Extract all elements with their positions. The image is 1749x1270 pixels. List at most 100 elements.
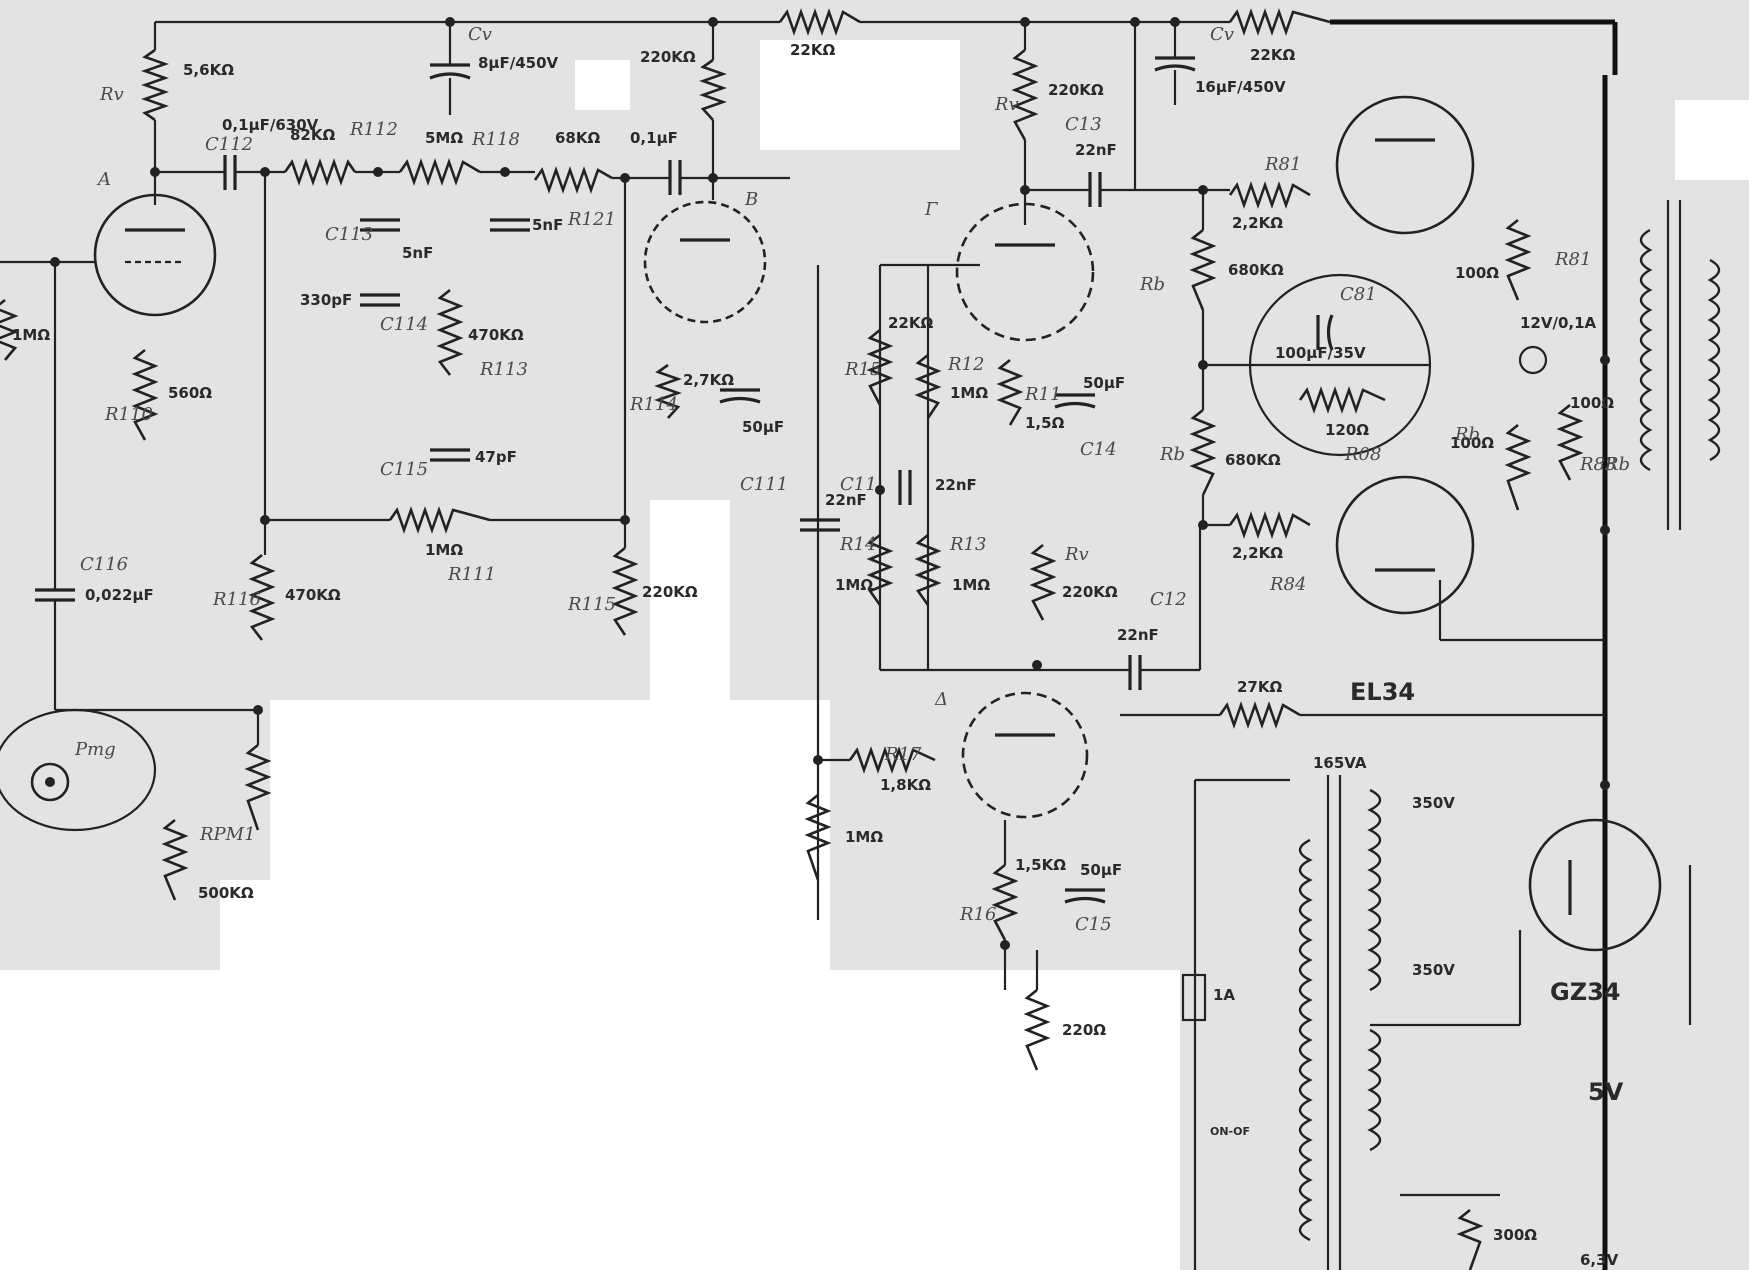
- label-r-220k-d: 220KΩ: [1062, 583, 1118, 601]
- hw-r12: R12: [947, 354, 984, 375]
- label-lamp: 12V/0,1A: [1520, 314, 1597, 332]
- label-r-220-d: 220Ω: [1062, 1021, 1106, 1039]
- hw-r15: R15: [844, 359, 881, 380]
- hw-rb4: Rb: [1604, 454, 1630, 475]
- r-470k-low: [248, 553, 276, 641]
- label-r-18k: 1,8KΩ: [880, 776, 931, 794]
- label-c-16uf: 16μF/450V: [1195, 78, 1286, 96]
- hw-c111: C111: [740, 474, 788, 495]
- hw-r115: R115: [567, 594, 616, 615]
- hw-c112: C112: [205, 134, 253, 155]
- hw-r113: R113: [479, 359, 528, 380]
- hw-ca2: Cv: [1210, 24, 1234, 45]
- hw-c11: C11: [840, 474, 877, 495]
- r-18k: [848, 746, 936, 774]
- label-fuse: 1A: [1213, 986, 1235, 1004]
- label-r-220k-b: 220KΩ: [640, 48, 696, 66]
- r-220k-d: [1029, 543, 1057, 621]
- r-220k-low: [611, 546, 639, 636]
- hw-r81: R81: [1264, 154, 1301, 175]
- junction-dots: [50, 17, 1610, 950]
- pot-500k: [161, 818, 189, 901]
- label-tube-el34: EL34: [1350, 678, 1415, 706]
- label-c-5nf-b: 5nF: [532, 216, 563, 234]
- resistors: [0, 8, 1584, 1270]
- tube-b: [643, 200, 767, 324]
- hw-c115: C115: [380, 459, 428, 480]
- lamp-12v: [1518, 345, 1548, 375]
- hw-rb: Rb: [1139, 274, 1165, 295]
- hw-r111: R111: [447, 564, 496, 585]
- label-v-5: 5V: [1588, 1078, 1624, 1106]
- hw-c12: C12: [1150, 589, 1187, 610]
- r-560: [131, 348, 159, 441]
- hw-rpm: RPM1: [199, 824, 256, 845]
- r-120: [1298, 386, 1386, 414]
- tube-gz34: [1528, 818, 1662, 952]
- label-c-330pf: 330pF: [300, 291, 352, 309]
- label-r-470k-low: 470KΩ: [285, 586, 341, 604]
- r-470k-mid: [436, 288, 464, 376]
- label-r-22k-g: 22KΩ: [888, 314, 933, 332]
- hw-c113: C113: [325, 224, 373, 245]
- label-c-8uf: 8μF/450V: [478, 54, 559, 72]
- r-5k6: [141, 48, 169, 122]
- r-27k: [654, 363, 682, 419]
- label-c-01uf: 0,1μF/630V: [222, 116, 319, 134]
- label-r-1m-mid: 1MΩ: [425, 541, 463, 559]
- label-r-220k-low: 220KΩ: [642, 583, 698, 601]
- handwritten-labels: Rv Cv Cv A B Γ Δ R112 R118 R121 R113 R11…: [74, 24, 1630, 935]
- r-680k-b: [1189, 408, 1217, 496]
- hw-r116: R116: [212, 589, 261, 610]
- hw-r17: R17: [884, 744, 922, 765]
- label-r-68k: 68KΩ: [555, 129, 600, 147]
- hv-secondary-coil: [1367, 788, 1382, 992]
- label-c-01-b: 0,1μF: [630, 129, 678, 147]
- r-22k-g: [866, 328, 894, 406]
- label-r-220k-g: 220KΩ: [1048, 81, 1104, 99]
- label-r-1m-k2: 1MΩ: [952, 576, 990, 594]
- hw-d: Δ: [934, 689, 948, 710]
- transformers: [1298, 200, 1721, 1270]
- label-r-1m-left: 1MΩ: [12, 326, 50, 344]
- hw-rv-a: Rv: [99, 84, 124, 105]
- r-82k: [283, 158, 357, 186]
- label-r-680k-a: 680KΩ: [1228, 261, 1284, 279]
- label-r-300: 300Ω: [1493, 1226, 1537, 1244]
- hw-r81b: R81: [1554, 249, 1591, 270]
- label-r-680k-b: 680KΩ: [1225, 451, 1281, 469]
- hw-r112: R112: [349, 119, 398, 140]
- r-27k-fb: [1218, 701, 1301, 729]
- component-labels: 5,6KΩ 0,1μF/630V 82KΩ 8μF/450V 5MΩ 68KΩ …: [12, 41, 1624, 1269]
- hw-g: Γ: [924, 199, 939, 220]
- hw-c13: C13: [1065, 114, 1102, 135]
- c81-circle: [1248, 273, 1432, 457]
- label-v-350b: 350V: [1412, 961, 1455, 979]
- label-c-50uf-d: 50μF: [1080, 861, 1122, 879]
- label-r-100-c: 100Ω: [1570, 394, 1614, 412]
- label-r-1m-k: 1MΩ: [835, 576, 873, 594]
- label-r-120: 120Ω: [1325, 421, 1369, 439]
- hw-r11: R11: [1024, 384, 1061, 405]
- label-c-0022: 0,022μF: [85, 586, 154, 604]
- power-primary-coil: [1298, 838, 1313, 1242]
- label-c-22nf-mid: 22nF: [825, 491, 867, 509]
- hw-c81: C81: [1340, 284, 1377, 305]
- hw-c15: C15: [1075, 914, 1112, 935]
- hw-r121: R121: [567, 209, 616, 230]
- r-5m: [398, 158, 481, 186]
- hw-r110: R110: [104, 404, 153, 425]
- input-jack: [30, 762, 70, 802]
- hw-c114: C114: [380, 314, 428, 335]
- capacitors: [35, 22, 1334, 904]
- label-switch: ON-OF: [1210, 1125, 1250, 1138]
- r-22k-p1: [1228, 181, 1311, 209]
- label-c-22nf-k: 22nF: [935, 476, 977, 494]
- tube-el34-b: [1335, 475, 1475, 615]
- tube-el34-a: [1335, 95, 1475, 235]
- label-r-5k6: 5,6KΩ: [183, 61, 234, 79]
- hw-r84: R84: [1269, 574, 1306, 595]
- label-c-22nf-g: 22nF: [1075, 141, 1117, 159]
- label-tr-165: 165VA: [1313, 754, 1367, 772]
